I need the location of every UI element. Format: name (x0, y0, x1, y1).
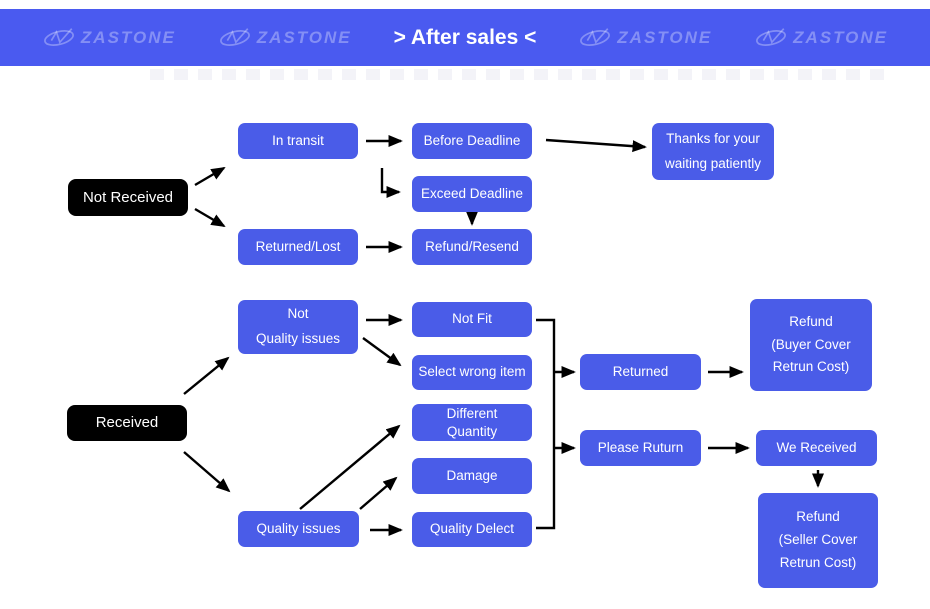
zastone-emblem-icon (756, 27, 787, 46)
node-damage: Damage (412, 458, 532, 494)
arrow-before-deadline-to-thanks (545, 138, 647, 153)
node-select-wrong-item: Select wrong item (412, 355, 532, 390)
node-refund-buyer: Refund (Buyer Cover Retrun Cost) (750, 299, 872, 391)
zastone-logo: ZASTONE (42, 27, 176, 49)
node-before-deadline: Before Deadline (412, 123, 532, 159)
zastone-logo: ZASTONE (218, 27, 352, 49)
node-please-ruturn: Please Ruturn (580, 430, 701, 466)
node-received: Received (67, 405, 187, 441)
node-returned-lost: Returned/Lost (238, 229, 358, 265)
node-quality-delect: Quality Delect (412, 512, 532, 547)
issues-group-bracket (536, 318, 556, 530)
node-returned: Returned (580, 354, 701, 390)
zastone-logo: ZASTONE (754, 27, 888, 49)
node-not-received: Not Received (68, 179, 188, 216)
zastone-emblem-icon (580, 27, 611, 46)
arrow-received-to-not-quality-issues (183, 356, 230, 395)
zastone-logo-text: ZASTONE (80, 27, 176, 47)
ghost-watermark-row (150, 69, 890, 80)
zastone-emblem-icon (219, 27, 250, 46)
node-thanks-waiting: Thanks for your waiting patiently (652, 123, 774, 180)
banner: ZASTONE ZASTONE > After sales < ZASTONE … (0, 9, 930, 66)
node-refund-seller: Refund (Seller Cover Retrun Cost) (758, 493, 878, 588)
arrow-quality-issues-to-damage (359, 476, 398, 510)
zastone-logo: ZASTONE (578, 27, 712, 49)
banner-title: > After sales < (393, 25, 537, 49)
arrow-in-transit-to-exceed-deadline (380, 168, 401, 198)
node-exceed-deadline: Exceed Deadline (412, 176, 532, 212)
node-refund-resend: Refund/Resend (412, 229, 532, 265)
node-different-quantity: Different Quantity (412, 404, 532, 441)
zastone-emblem-icon (43, 27, 74, 46)
node-not-quality-issues: Not Quality issues (238, 300, 358, 354)
zastone-logo-text: ZASTONE (256, 27, 352, 47)
arrow-received-to-quality-issues (183, 451, 231, 493)
arrow-not-received-to-in-transit (194, 166, 226, 187)
zastone-logo-text: ZASTONE (793, 27, 889, 47)
arrow-not-quality-to-select-wrong (362, 337, 402, 367)
node-we-received: We Received (756, 430, 877, 466)
arrow-quality-issues-to-different-quantity (299, 424, 401, 510)
arrow-not-received-to-returned-lost (194, 207, 226, 228)
zastone-logo-text: ZASTONE (617, 27, 713, 47)
node-quality-issues: Quality issues (238, 511, 359, 547)
node-in-transit: In transit (238, 123, 358, 159)
node-not-fit: Not Fit (412, 302, 532, 337)
